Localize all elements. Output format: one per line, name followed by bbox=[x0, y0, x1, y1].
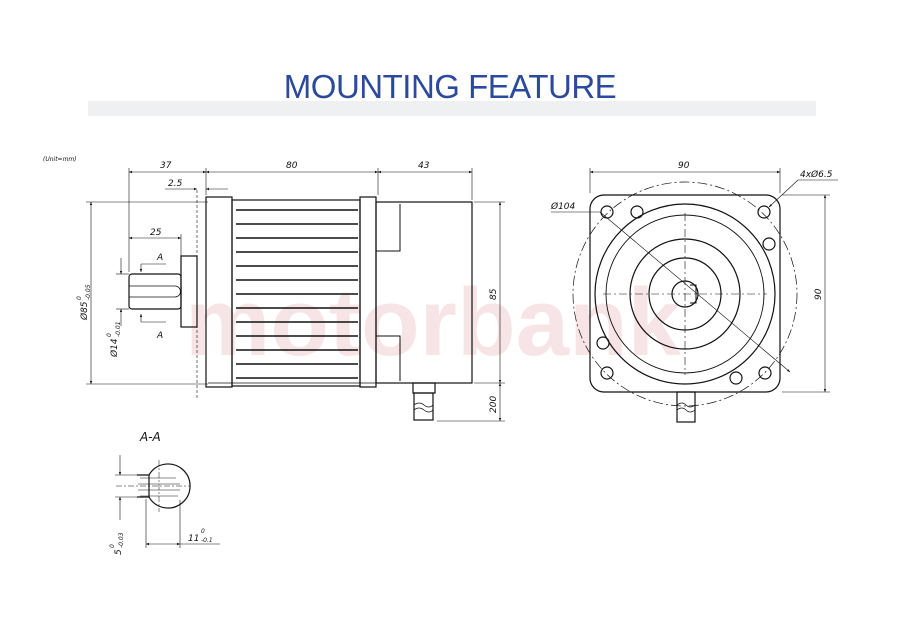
front-view bbox=[572, 181, 798, 423]
dim-shaft-tol-lower: -0.01 bbox=[115, 321, 122, 337]
bolt-hole bbox=[630, 205, 644, 219]
section-shaft-profile bbox=[148, 463, 191, 509]
bolt-hole bbox=[758, 366, 772, 380]
bolt-hole bbox=[600, 205, 614, 219]
unit-note: (Unit=mm) bbox=[43, 156, 77, 163]
dim-pilot-diameter: Ø85 bbox=[79, 301, 90, 321]
dim-pcd: Ø104 bbox=[550, 201, 576, 212]
dim-front-height: 90 bbox=[814, 288, 824, 300]
dim-shaft-tol-upper: 0 bbox=[106, 333, 113, 337]
cable bbox=[413, 392, 434, 421]
section-dimensions bbox=[115, 455, 220, 548]
bolt-hole bbox=[757, 205, 771, 219]
front-cable bbox=[676, 391, 696, 423]
page-title: MOUNTING FEATURE bbox=[283, 68, 617, 105]
bolt-hole bbox=[762, 237, 776, 251]
side-view bbox=[128, 190, 473, 421]
dim-pilot-tol-lower: -0.05 bbox=[85, 284, 92, 300]
body-fins bbox=[236, 209, 358, 379]
cable-gland bbox=[412, 382, 436, 394]
bolt-hole bbox=[729, 371, 743, 385]
dim-key-width: 5 bbox=[114, 549, 124, 555]
dim-height: 85 bbox=[489, 288, 499, 300]
dim-key-length: 25 bbox=[150, 228, 162, 238]
pcd-circle bbox=[572, 181, 798, 407]
shaft bbox=[128, 273, 182, 310]
dim-shaft-length: 37 bbox=[160, 161, 172, 171]
dim-key-tol: -0.03 bbox=[118, 532, 125, 548]
section-view bbox=[116, 460, 191, 512]
dim-cable: 200 bbox=[489, 396, 499, 413]
bolt-hole bbox=[596, 336, 610, 350]
title-underline-band bbox=[88, 101, 816, 116]
dim-pilot-tol-upper: 0 bbox=[76, 296, 83, 300]
dim-depth: 11 bbox=[188, 534, 199, 544]
dim-shaft-diameter: Ø14 bbox=[109, 338, 120, 358]
dim-holes: 4xØ6.5 bbox=[800, 169, 833, 180]
section-mark-top: A bbox=[156, 253, 163, 263]
dim-step: 2.5 bbox=[168, 179, 183, 189]
dim-body-length: 80 bbox=[286, 161, 298, 171]
body-outer-circle bbox=[594, 203, 776, 385]
section-mark-bottom: A bbox=[156, 331, 163, 341]
bolt-hole bbox=[600, 366, 614, 380]
dim-key-tol-upper: 0 bbox=[109, 544, 116, 548]
dim-depth-tol: -0.1 bbox=[201, 537, 213, 544]
front-view-dimensions bbox=[551, 168, 838, 393]
dim-rear-length: 43 bbox=[418, 161, 430, 171]
section-title: A-A bbox=[139, 430, 161, 444]
side-view-dimensions bbox=[86, 168, 505, 422]
dim-front-width: 90 bbox=[678, 161, 690, 171]
dim-depth-tol-upper: 0 bbox=[201, 528, 205, 535]
